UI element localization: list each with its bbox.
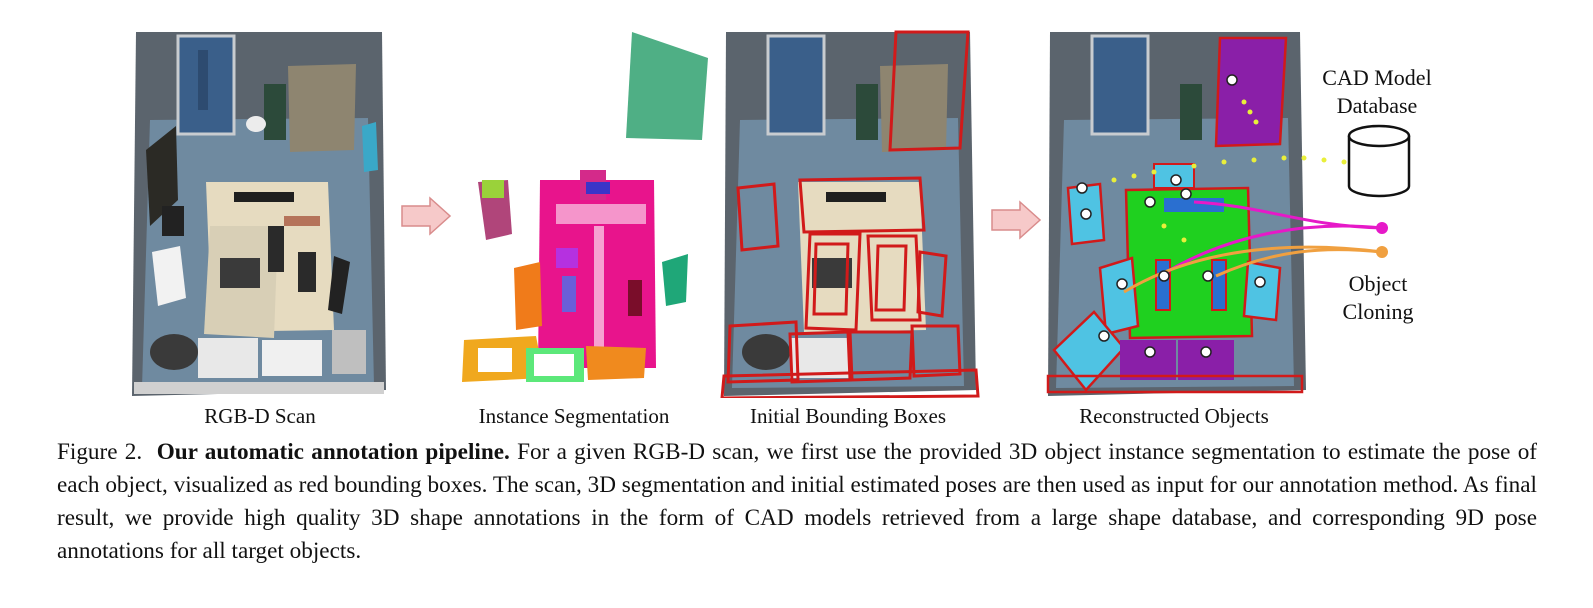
cad-database-label: CAD Model Database: [1312, 64, 1442, 120]
caption-body: For a given RGB-D scan, we first use the…: [57, 439, 1538, 564]
panel-label-segmentation: Instance Segmentation: [478, 404, 670, 428]
initial-bounding-boxes-image: [720, 30, 982, 398]
rgbd-scan-image: [128, 30, 390, 398]
panel-label-reconstructed: Reconstructed Objects: [1079, 404, 1269, 428]
caption-title: Our automatic annotation pipeline.: [156, 439, 510, 465]
cad-label-line2: Database: [1336, 93, 1418, 118]
cad-label-line1: CAD Model: [1322, 65, 1432, 90]
clone-label-line1: Object: [1348, 271, 1408, 296]
clone-label-line2: Cloning: [1342, 299, 1414, 324]
arrow-right-icon: [400, 196, 452, 241]
instance-segmentation-image: [456, 30, 714, 386]
figure-number: Figure 2.: [57, 439, 143, 465]
panel-label-rgbd: RGB-D Scan: [204, 404, 316, 428]
reconstructed-objects-image: [1044, 30, 1420, 400]
database-cylinder-icon: [1346, 124, 1412, 200]
arrow-right-icon: [990, 200, 1042, 245]
panel-label-bounding-boxes: Initial Bounding Boxes: [750, 404, 946, 428]
figure-caption: Figure 2. Our automatic annotation pipel…: [57, 436, 1537, 568]
object-cloning-label: Object Cloning: [1318, 270, 1438, 326]
